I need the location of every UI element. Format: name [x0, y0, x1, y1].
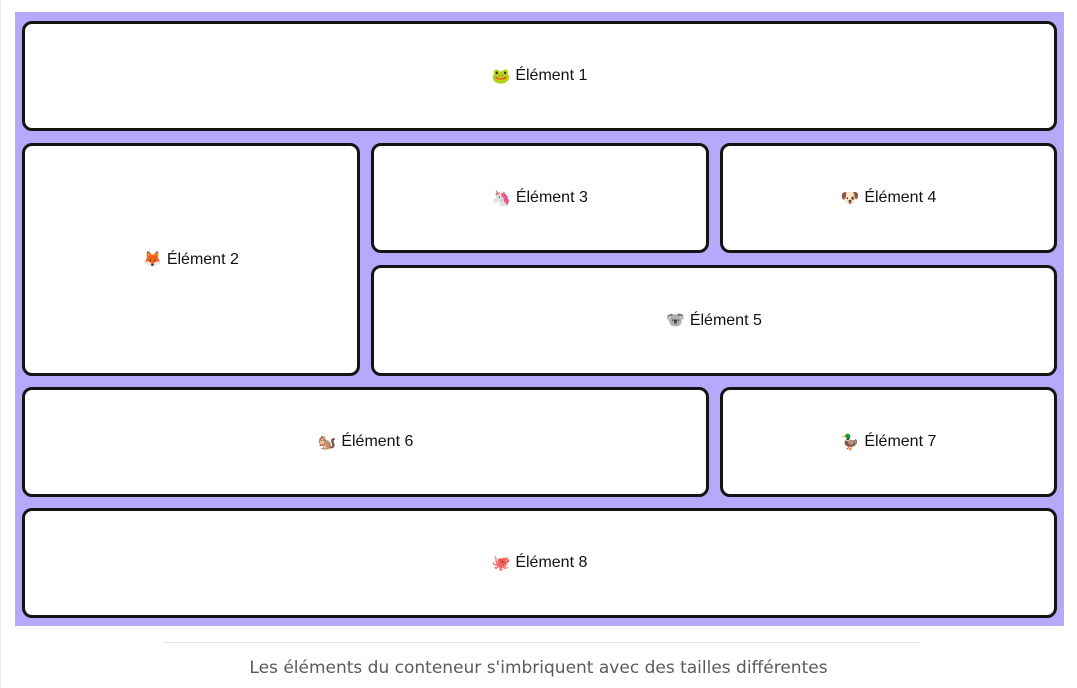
octopus-icon: 🐙	[491, 553, 511, 572]
grid-item-5: 🐨 Élément 5	[371, 265, 1057, 376]
grid-container: 🐸 Élément 1 🦊 Élément 2 🦄 Élément 3 🐶 Él…	[15, 12, 1064, 626]
grid-item-1: 🐸 Élément 1	[22, 21, 1057, 131]
squirrel-icon: 🐿️	[317, 432, 337, 451]
grid-item-8: 🐙 Élément 8	[22, 508, 1057, 618]
left-divider	[0, 0, 1, 688]
grid-item-4: 🐶 Élément 4	[720, 143, 1057, 253]
grid-item-label: Élément 8	[515, 554, 588, 571]
grid-item-label: Élément 3	[515, 189, 588, 206]
caption-divider	[163, 642, 920, 643]
dog-icon: 🐶	[840, 188, 860, 207]
grid-item-2: 🦊 Élément 2	[22, 143, 360, 376]
koala-icon: 🐨	[666, 311, 685, 329]
grid-item-label: Élément 2	[166, 250, 239, 268]
grid-item-6: 🐿️ Élément 6	[22, 387, 709, 497]
frog-icon: 🐸	[491, 66, 511, 85]
grid-item-label: Élément 1	[515, 67, 588, 84]
grid-item-7: 🦆 Élément 7	[720, 387, 1057, 497]
grid-item-label: Élément 6	[341, 433, 414, 450]
grid-item-3: 🦄 Élément 3	[371, 143, 709, 253]
duck-icon: 🦆	[840, 432, 860, 451]
grid-item-label: Élément 4	[864, 189, 937, 206]
figure-caption: Les éléments du conteneur s'imbriquent a…	[249, 658, 828, 678]
unicorn-icon: 🦄	[492, 188, 511, 207]
grid-item-label: Élément 7	[864, 433, 937, 450]
grid-item-label: Élément 5	[689, 311, 762, 329]
fox-icon: 🦊	[143, 250, 162, 268]
